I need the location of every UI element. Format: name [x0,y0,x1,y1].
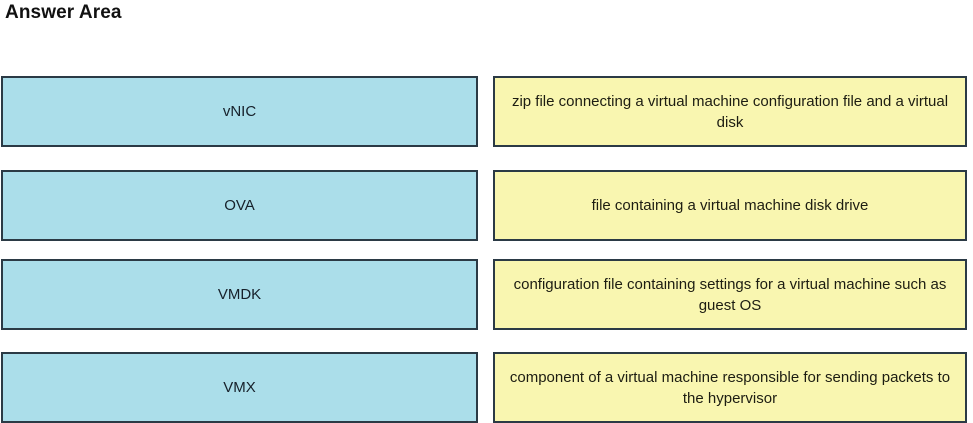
match-row: OVA file containing a virtual machine di… [0,170,973,241]
definition-box-1[interactable]: zip file connecting a virtual machine co… [493,76,967,147]
term-box-3[interactable]: VMDK [1,259,478,330]
term-label: vNIC [222,103,257,120]
answer-area-match-grid: vNIC zip file connecting a virtual machi… [0,76,973,423]
term-label: VMDK [217,286,262,303]
match-row: VMX component of a virtual machine respo… [0,352,973,423]
page-title: Answer Area [5,2,122,23]
term-box-4[interactable]: VMX [1,352,478,423]
definition-label: file containing a virtual machine disk d… [591,197,869,214]
term-label: OVA [224,197,255,214]
term-box-2[interactable]: OVA [1,170,478,241]
match-row: VMDK configuration file containing setti… [0,259,973,330]
match-row: vNIC zip file connecting a virtual machi… [0,76,973,147]
term-box-1[interactable]: vNIC [1,76,478,147]
definition-label: zip file connecting a virtual machine co… [511,92,949,131]
definition-box-4[interactable]: component of a virtual machine responsib… [493,352,967,423]
definition-box-3[interactable]: configuration file containing settings f… [493,259,967,330]
definition-box-2[interactable]: file containing a virtual machine disk d… [493,170,967,241]
term-label: VMX [223,379,256,396]
definition-label: component of a virtual machine responsib… [509,368,951,407]
definition-label: configuration file containing settings f… [513,275,947,314]
